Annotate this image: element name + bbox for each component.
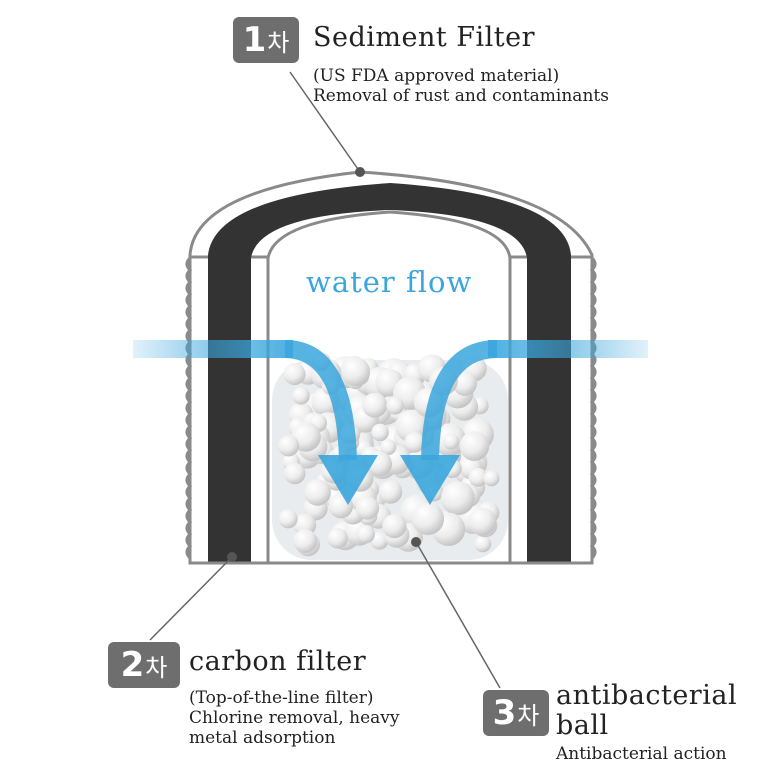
bead [362, 392, 388, 418]
bead [386, 396, 404, 415]
water-flow-label: water flow [306, 265, 473, 299]
bead [382, 513, 407, 539]
bead [459, 431, 490, 461]
stage-1-line-1: (US FDA approved material) [313, 66, 560, 86]
flow-arrow-left-head [318, 455, 378, 505]
antibacterial-balls [278, 352, 500, 557]
bead [293, 529, 318, 554]
bead [378, 480, 403, 504]
bead [284, 462, 306, 485]
bead [442, 433, 460, 450]
bead [468, 507, 497, 536]
stage-1-title: Sediment Filter [313, 22, 536, 53]
stage-2-title: carbon filter [189, 646, 367, 677]
bead [371, 423, 389, 442]
flow-arrow-left [284, 340, 357, 461]
stage-3-line-1: Antibacterial action [556, 744, 727, 764]
water-band-right [488, 340, 648, 358]
bead [283, 363, 306, 386]
stage-2-line-1: (Top-of-the-line filter) [189, 688, 374, 708]
bead [404, 431, 425, 453]
badge-number: 2 [120, 645, 145, 685]
shell-ridges-right [589, 256, 597, 560]
bead [468, 467, 488, 487]
badge-number: 3 [492, 693, 517, 733]
water-band-left [133, 340, 293, 358]
flow-arrow-right-head [400, 455, 460, 505]
bead [341, 357, 371, 387]
bead [452, 371, 477, 396]
badge-suffix: 차 [145, 653, 168, 682]
bead [380, 439, 397, 456]
bead [292, 387, 310, 405]
badge-suffix: 차 [267, 28, 290, 57]
badge-suffix: 차 [517, 701, 540, 730]
bead [327, 528, 348, 549]
bead [440, 481, 475, 516]
stage-3-title-line-1: antibacterial [556, 680, 738, 711]
bead [278, 509, 298, 529]
bead [356, 524, 375, 544]
badge-number: 1 [242, 20, 267, 60]
bead [411, 502, 445, 535]
bead [355, 496, 380, 520]
bead [278, 435, 300, 457]
bead [474, 535, 492, 553]
carbon-filter-layer [208, 183, 571, 563]
bead [483, 470, 500, 487]
shell-ridges-left [185, 256, 193, 560]
stage-2-line-3: metal adsorption [189, 728, 336, 748]
stage-2-line-2: Chlorine removal, heavy [189, 708, 400, 728]
bead [304, 479, 331, 506]
stage-1-line-2: Removal of rust and contaminants [313, 86, 609, 106]
flow-arrow-right [421, 340, 498, 461]
stage-3-title-line-2: ball [556, 710, 609, 741]
